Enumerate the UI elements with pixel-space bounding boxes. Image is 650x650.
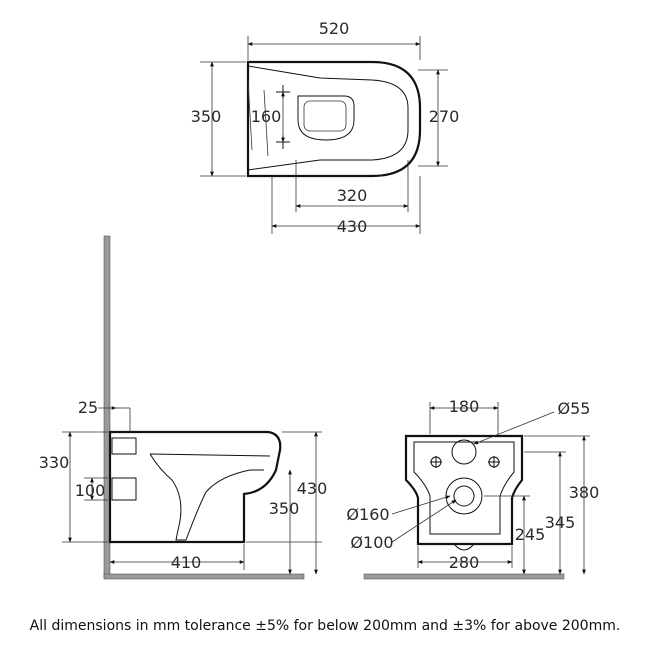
floor-front <box>363 573 565 580</box>
dim-width-total: 520 <box>319 19 350 38</box>
dim-height-mid: 345 <box>545 513 576 532</box>
outlet-circle <box>445 477 483 515</box>
dim-fixing-spacing: 160 <box>251 107 282 126</box>
fixing-hole-icon <box>430 456 500 468</box>
seat-opening <box>297 95 355 141</box>
upper-outlet-hole <box>451 439 477 465</box>
dim-overall-width: 430 <box>337 217 368 236</box>
dim-outlet-dia: Ø160 <box>346 505 389 524</box>
dim-base-width: 280 <box>449 553 480 572</box>
dim-height-outlet: 245 <box>515 525 546 544</box>
top-view: 520 350 160 270 320 430 <box>191 19 460 236</box>
tolerance-note: All dimensions in mm tolerance ±5% for b… <box>29 618 621 634</box>
top-view-inner-rim <box>247 65 409 171</box>
front-view: 180 Ø55 380 345 245 Ø160 Ø100 280 <box>346 397 600 580</box>
dim-overall-height: 430 <box>297 479 328 498</box>
dim-fixing-centres: 180 <box>449 397 480 416</box>
dim-bowl-height: 350 <box>269 499 300 518</box>
side-view: 25 330 100 430 350 410 <box>39 235 328 580</box>
floor <box>103 573 305 580</box>
dim-rim-width: 320 <box>337 186 368 205</box>
dim-height-upper: 380 <box>569 483 600 502</box>
dim-hole-small: Ø55 <box>558 399 591 418</box>
dim-waste-dia: Ø100 <box>350 533 393 552</box>
dim-wall-offset: 25 <box>78 398 98 417</box>
pipe-fitting-upper <box>111 437 137 455</box>
dim-projection: 410 <box>171 553 202 572</box>
dim-seat-depth: 270 <box>429 107 460 126</box>
seat-pocket <box>303 100 347 132</box>
front-view-outline <box>404 434 524 546</box>
side-view-bowl <box>149 453 264 541</box>
top-view-outline <box>246 60 422 178</box>
front-view-inner <box>413 441 515 535</box>
dim-depth-total: 350 <box>191 107 222 126</box>
side-view-pan-outline <box>108 430 282 544</box>
dim-height-fixing: 330 <box>39 453 70 472</box>
dim-pipe-height: 100 <box>75 481 106 500</box>
pipe-fitting-lower <box>111 477 137 501</box>
